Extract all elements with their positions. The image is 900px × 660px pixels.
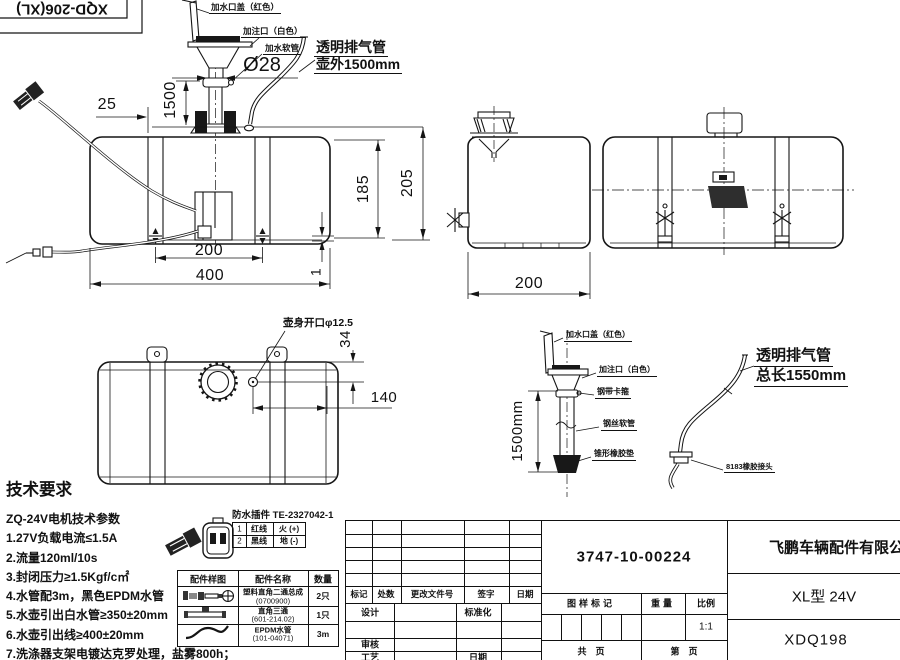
sig-process-label: 工艺 — [360, 652, 380, 660]
part-name: 塑料直角二通总成 — [243, 587, 303, 597]
dim-top-34: 34 — [336, 330, 354, 348]
hose-cap-label: 加水口盖（红色） — [564, 330, 632, 342]
total-pages-label: 共 页 — [577, 646, 605, 657]
part-code: (0700900) — [255, 596, 291, 606]
tech-req-line: 1.27V负载电流≤1.5A — [6, 531, 118, 546]
wire-color: 黑线 — [251, 536, 267, 546]
part-qty: 1只 — [316, 610, 330, 620]
dim-front-185: 185 — [355, 174, 373, 204]
part-code: (601-214.02) — [251, 614, 295, 624]
rev-header-date: 日期 — [516, 589, 534, 599]
dim-front-1: 1 — [307, 267, 324, 277]
vent-joint-label: 8183橡胶接头 — [724, 462, 775, 474]
sig-check-label: 审核 — [360, 639, 380, 650]
tech-req-line: 5.水壶引出白水管≥350±20mm — [6, 608, 168, 623]
stamp-model-label: XQD-206(XL) — [16, 0, 108, 18]
part-code: (101-04071) — [252, 633, 294, 643]
rev-header-sign: 签字 — [477, 589, 495, 599]
page-label: 第 页 — [670, 646, 698, 657]
tech-req-line: 7.洗涤器支架电镀达克罗处理，盐雾800h； — [6, 647, 236, 660]
wire-color: 红线 — [251, 524, 267, 534]
wire-role: 火 (+) — [278, 524, 300, 534]
dim-dia28: Ø28 — [243, 54, 281, 76]
pin-number: 2 — [237, 536, 242, 546]
model-name: XL型 24V — [791, 588, 857, 606]
dim-front-400: 400 — [195, 267, 225, 285]
pin-number: 1 — [237, 524, 242, 534]
vent-top-label1: 透明排气管 — [314, 39, 388, 58]
rev-header-mark: 标记 — [350, 589, 368, 599]
tech-req-line: ZQ-24V电机技术参数 — [6, 512, 121, 526]
dim-1500: 1500 — [162, 81, 180, 119]
body-hole-label: 壶身开口φ12.5 — [283, 317, 353, 329]
sig-date-label: 日期 — [468, 652, 488, 660]
company-name: 飞鹏车辆配件有限公司 — [768, 539, 900, 557]
part-number: 3747-10-00224 — [576, 548, 692, 566]
sig-standard-label: 标准化 — [464, 607, 492, 618]
parts-header-sample: 配件样图 — [189, 574, 227, 585]
mark-label: 图样标记 — [566, 598, 616, 609]
vent-top-label2: 壶外1500mm — [314, 56, 403, 75]
wire-role: 地 (-) — [279, 536, 299, 546]
tech-req-title: 技术要求 — [6, 481, 72, 499]
vent-detail-label1: 透明排气管 — [754, 347, 834, 367]
scale-label: 比例 — [696, 598, 716, 609]
cap-red-label: 加水口盖（红色） — [209, 2, 282, 15]
fill-port-label: 加注口（白色） — [241, 26, 305, 39]
part-qty: 3m — [316, 629, 330, 639]
connector-title: 防水插件 TE-2327042-1 — [232, 510, 334, 521]
tech-req-line: 2.流量120ml/10s — [6, 550, 98, 565]
rev-header-count: 处数 — [377, 589, 395, 599]
sig-design-label: 设计 — [360, 607, 380, 618]
fill-hose-label: 加水软管 — [263, 43, 302, 56]
dim-front-200: 200 — [194, 242, 224, 260]
hose-port-label: 加注口（白色） — [597, 365, 657, 377]
part-qty: 2只 — [316, 591, 330, 601]
hose-pipe-label: 钢丝软管 — [601, 419, 637, 431]
parts-header-name: 配件名称 — [254, 574, 292, 585]
title-block: 标记 处数 更改文件号 签字 日期 设计 标准化 审核 工艺 日期 3747-1… — [345, 520, 900, 660]
vent-detail-label2: 总长1550mm — [754, 367, 849, 387]
hose-clamp-label: 钢带卡箍 — [595, 387, 631, 399]
part-name: 直角三通 — [258, 606, 288, 616]
connector-table: 1 红线 火 (+) 2 黑线 地 (-) — [232, 522, 306, 548]
drawing-number: XDQ198 — [784, 631, 848, 649]
dim-side-205: 205 — [399, 168, 417, 198]
rev-header-docno: 更改文件号 — [410, 589, 454, 599]
part-name: EPDM水管 — [254, 625, 292, 635]
dim-top-140: 140 — [370, 388, 398, 406]
scale-value: 1:1 — [699, 621, 713, 633]
tech-req-line: 4.水管配3m，黑色EPDM水管 — [6, 589, 165, 604]
dim-hose-1500mm: 1500mm — [508, 400, 526, 462]
hose-pad-label: 锥形橡胶垫 — [592, 449, 636, 461]
parts-header-qty: 数量 — [313, 574, 333, 585]
dim-25: 25 — [97, 96, 117, 114]
parts-table: 配件样图 配件名称 数量 塑料直角二通总成 (0700900) 2只 直角三通 … — [177, 570, 339, 647]
tech-req-line: 3.封闭压力≥1.5Kgf/c㎡ — [6, 569, 130, 584]
tech-req-line: 6.水壶引出线≥400±20mm — [6, 627, 144, 642]
tech-req-list: ZQ-24V电机技术参数 1.27V负载电流≤1.5A 2.流量120ml/10… — [6, 510, 235, 660]
weight-label: 重量 — [650, 598, 676, 609]
dim-side-200: 200 — [514, 275, 544, 293]
